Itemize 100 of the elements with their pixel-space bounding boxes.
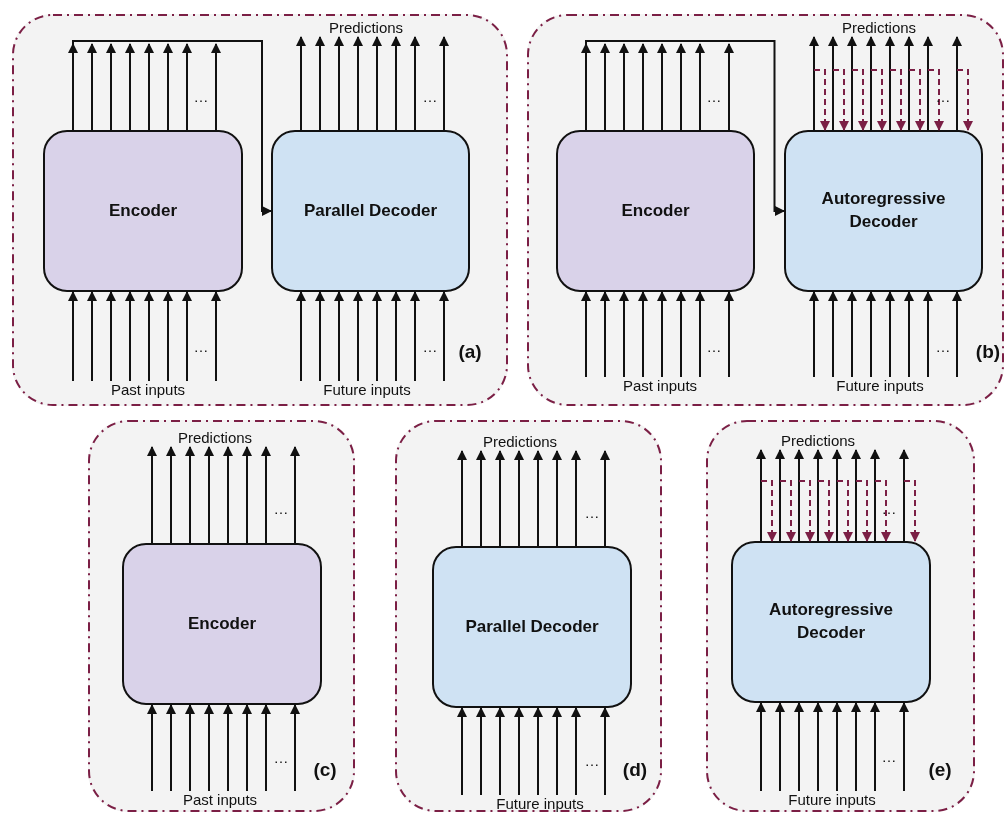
- arrow: [813, 702, 823, 792]
- arrow: [410, 36, 420, 131]
- arrow: [353, 36, 363, 131]
- arrow: [571, 450, 581, 547]
- arrow: [476, 450, 486, 547]
- ellipsis: …: [584, 751, 600, 769]
- caption-text: Predictions: [177, 429, 253, 447]
- caption-text: Predictions: [482, 433, 558, 451]
- arrow: [809, 291, 819, 378]
- arrow: [724, 291, 734, 378]
- panel-label: (a): [458, 341, 482, 363]
- ellipsis: …: [935, 337, 951, 355]
- arrow: [144, 291, 154, 382]
- feedback-arrow: [927, 69, 944, 131]
- feedback-arrow: [836, 480, 853, 542]
- ellipsis: …: [273, 499, 289, 517]
- arrow: [182, 43, 192, 131]
- arrow: [676, 291, 686, 378]
- arrow: [870, 702, 880, 792]
- arrow: [204, 704, 214, 792]
- ellipsis: …: [273, 748, 289, 766]
- arrow: [372, 291, 382, 382]
- arrow: [296, 291, 306, 382]
- arrow: [495, 707, 505, 796]
- arrow: [581, 291, 591, 378]
- block-label: Autoregressive Decoder: [768, 599, 894, 644]
- arrow: [182, 291, 192, 382]
- panel-label: (c): [313, 759, 337, 781]
- arrow: [125, 43, 135, 131]
- caption-text: Past inputs: [622, 377, 698, 395]
- ellipsis: …: [706, 337, 722, 355]
- arrow: [495, 450, 505, 547]
- arrow: [619, 43, 629, 131]
- ellipsis: …: [193, 87, 209, 105]
- block-label: Encoder: [188, 612, 256, 635]
- arrow: [904, 36, 914, 131]
- feedback-arrow: [817, 480, 834, 542]
- arrow: [904, 291, 914, 378]
- arrow: [794, 449, 804, 542]
- arrow: [315, 36, 325, 131]
- arrow: [163, 291, 173, 382]
- arrow: [952, 36, 962, 131]
- decoder-block: [432, 546, 632, 708]
- arrow: [571, 707, 581, 796]
- arrow: [242, 446, 252, 544]
- arrow: [372, 36, 382, 131]
- panel-background: [706, 420, 975, 812]
- connector-arrow: [72, 40, 272, 216]
- arrow: [851, 449, 861, 542]
- ellipsis: …: [422, 337, 438, 355]
- arrow: [296, 36, 306, 131]
- arrow: [439, 36, 449, 131]
- encoder-block: [122, 543, 322, 705]
- feedback-arrow: [813, 69, 830, 131]
- arrow: [847, 291, 857, 378]
- feedback-arrow: [851, 69, 868, 131]
- arrow: [125, 291, 135, 382]
- arrow: [676, 43, 686, 131]
- feedback-arrow: [903, 480, 920, 542]
- arrow: [290, 704, 300, 792]
- arrow: [923, 36, 933, 131]
- arrow: [391, 291, 401, 382]
- feedback-arrow: [855, 480, 872, 542]
- panel-label: (b): [975, 341, 1001, 363]
- arrow: [866, 291, 876, 378]
- panel-background: [395, 420, 662, 812]
- connector-arrow: [585, 40, 785, 216]
- decoder-block: [271, 130, 470, 292]
- caption-text: Predictions: [328, 19, 404, 37]
- decoder-block: [784, 130, 983, 292]
- arrow: [885, 36, 895, 131]
- feedback-arrow: [874, 480, 891, 542]
- arrow: [391, 36, 401, 131]
- feedback-arrow: [798, 480, 815, 542]
- arrow: [514, 707, 524, 796]
- caption-text: Past inputs: [110, 381, 186, 399]
- block-label: Parallel Decoder: [303, 199, 438, 222]
- arrow: [261, 704, 271, 792]
- caption-text: Future inputs: [836, 377, 924, 395]
- encoder-block: [43, 130, 243, 292]
- arrow: [600, 291, 610, 378]
- arrow: [211, 43, 221, 131]
- arrow: [600, 707, 610, 796]
- arrow: [106, 43, 116, 131]
- arrow: [290, 446, 300, 544]
- arrow: [756, 702, 766, 792]
- block-label: Autoregressive Decoder: [820, 188, 947, 233]
- ellipsis: …: [193, 337, 209, 355]
- arrow: [106, 291, 116, 382]
- arrow: [552, 707, 562, 796]
- arrow: [334, 291, 344, 382]
- caption-text: Past inputs: [182, 791, 258, 809]
- arrow: [439, 291, 449, 382]
- feedback-arrow: [889, 69, 906, 131]
- arrow: [223, 446, 233, 544]
- arrow: [775, 702, 785, 792]
- arrow: [638, 43, 648, 131]
- arrow: [794, 702, 804, 792]
- arrow: [533, 450, 543, 547]
- arrow: [476, 707, 486, 796]
